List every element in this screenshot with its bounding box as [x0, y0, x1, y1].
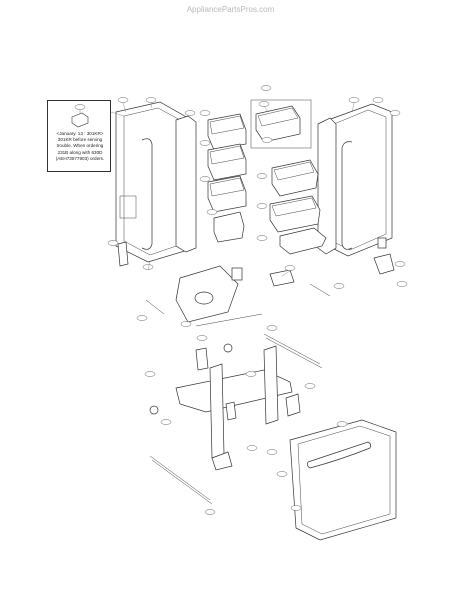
note-line: 301KR before serving [57, 137, 103, 143]
bracket-part-icon [71, 104, 89, 128]
leader-lines [110, 102, 355, 277]
door-bins-right [250, 99, 327, 255]
left-door-assembly [115, 101, 197, 263]
lower-frame-assembly [149, 333, 323, 505]
note-line: <January. 13 : 301KR> [56, 131, 104, 136]
note-line: 231B along with 630D [57, 149, 103, 155]
right-door-assembly [317, 103, 393, 257]
freezer-drawer [289, 419, 397, 541]
door-bins-left [207, 113, 247, 243]
note-line: trouble. When ordering [56, 143, 104, 149]
service-note-text: <January. 13 : 301KR> 301KR before servi… [48, 131, 112, 162]
hinge-and-valve-parts [117, 237, 395, 327]
service-note-box: <January. 13 : 301KR> 301KR before servi… [47, 100, 111, 172]
note-line: (AEH73577903) orders. [55, 155, 105, 161]
watermark: AppliancePartsPros.com [186, 5, 275, 14]
callout-tags [107, 85, 408, 515]
